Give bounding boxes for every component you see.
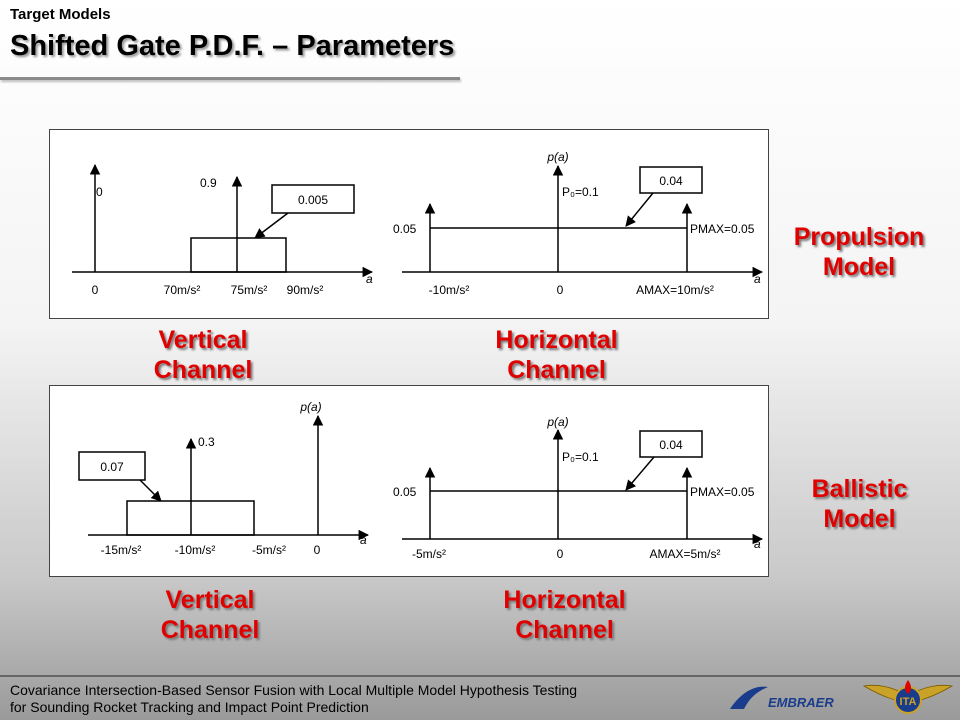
tick-label: -10m/s² [175, 543, 216, 557]
p0-label: P₀=0.1 [562, 450, 599, 464]
footer-line-2: for Sounding Rocket Tracking and Impact … [10, 699, 369, 715]
callout-value: 0.04 [659, 174, 683, 188]
level-value: 0.05 [393, 222, 417, 236]
footer-line-1: Covariance Intersection-Based Sensor Fus… [10, 682, 578, 698]
tick-label: 90m/s² [287, 283, 324, 297]
embraer-logo: EMBRAER [730, 686, 834, 710]
ballistic-model-label: Ballistic Model [811, 475, 908, 533]
tick-label: 0 [92, 283, 99, 297]
y-axis-label: p(a) [546, 150, 568, 164]
pmax-label: PMAX=0.05 [690, 485, 755, 499]
ita-logo: ITA [862, 680, 954, 714]
callout-box [639, 166, 703, 194]
axis-variable: a [360, 533, 367, 547]
callout-box [78, 451, 146, 481]
propulsion-panel: 0 0.9 0.005 a 0 70m/s² 75m/s² 90m/s² p(a… [49, 129, 769, 319]
callout-box [271, 184, 355, 214]
callout-value: 0.04 [659, 438, 683, 452]
vertical-channel-label: Vertical Channel [160, 586, 260, 644]
pmax-label: PMAX=0.05 [690, 222, 755, 236]
footer-citation: Covariance Intersection-Based Sensor Fus… [10, 682, 670, 716]
propulsion-diagram: 0 0.9 0.005 a 0 70m/s² 75m/s² 90m/s² p(a… [72, 150, 764, 297]
tick-label: AMAX=5m/s² [649, 547, 720, 561]
tick-label: 0 [557, 547, 564, 561]
ballistic-panel: p(a) 0.3 0.07 a -15m/s² -10m/s² -5m/s² 0… [49, 385, 769, 577]
axis-variable: a [366, 272, 373, 286]
embraer-wordmark: EMBRAER [768, 695, 834, 710]
y-axis-label: p(a) [546, 415, 568, 429]
tick-label: 0 [557, 283, 564, 297]
ita-flame-icon [905, 680, 911, 694]
uniform-gate-box [190, 237, 287, 273]
embraer-swoosh-icon [730, 686, 768, 709]
tick-label: 75m/s² [231, 283, 268, 297]
tick-label: 0 [314, 543, 321, 557]
tick-label: -5m/s² [412, 547, 446, 561]
vertical-channel-label: Vertical Channel [153, 326, 253, 384]
tick-label: AMAX=10m/s² [636, 283, 714, 297]
peak-value: 0.3 [198, 435, 215, 449]
callout-value: 0.07 [100, 460, 124, 474]
p0-label: P₀=0.1 [562, 185, 599, 199]
horizontal-channel-label: Horizontal Channel [495, 326, 618, 384]
footer-divider [0, 675, 960, 677]
horizontal-channel-label: Horizontal Channel [503, 586, 626, 644]
tick-label: -10m/s² [429, 283, 470, 297]
page-title: Shifted Gate P.D.F. – Parameters [10, 30, 455, 62]
uniform-gate-box [126, 500, 255, 536]
callout-arrow [139, 479, 162, 502]
callout-value: 0.005 [298, 193, 328, 207]
peak-value: 0.9 [200, 176, 217, 190]
tick-label: -15m/s² [101, 543, 142, 557]
impulse-zero-value: 0 [96, 185, 103, 199]
level-value: 0.05 [393, 485, 417, 499]
callout-arrow [254, 212, 289, 239]
title-underline [0, 77, 460, 80]
ballistic-diagram: p(a) 0.3 0.07 a -15m/s² -10m/s² -5m/s² 0… [78, 400, 764, 561]
callout-arrow [625, 456, 655, 491]
y-axis-label: p(a) [299, 400, 321, 414]
axis-variable: a [754, 537, 761, 551]
header-subtitle: Target Models [10, 6, 111, 23]
callout-arrow [625, 192, 654, 227]
propulsion-model-label: Propulsion Model [793, 223, 925, 281]
ita-wordmark: ITA [900, 696, 917, 708]
tick-label: -5m/s² [252, 543, 286, 557]
callout-box [639, 430, 703, 458]
axis-variable: a [754, 272, 761, 286]
tick-label: 70m/s² [164, 283, 201, 297]
